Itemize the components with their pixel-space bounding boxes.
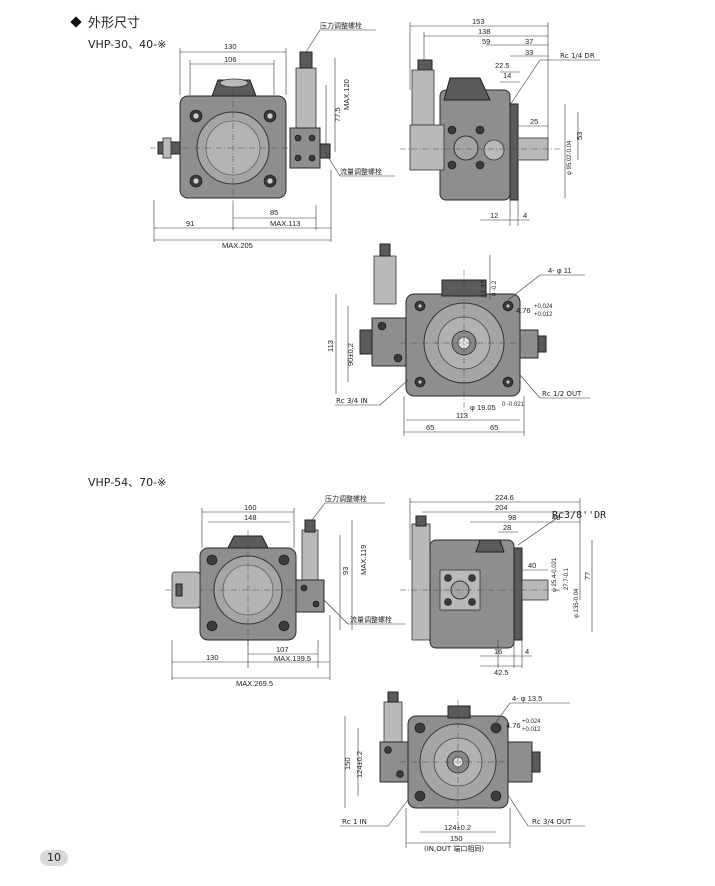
dim-153: 153 bbox=[472, 17, 485, 26]
label-rc38dr: Rc3/8''DR bbox=[552, 510, 607, 521]
dim-max269-5: MAX.269.5 bbox=[236, 679, 273, 688]
dim-21-15-tol: 0 -0.2 bbox=[492, 280, 498, 296]
label-flow-screw-top: 流量调整螺栓 bbox=[340, 167, 382, 176]
label-inout-note: (IN,OUT 端口相同) bbox=[424, 844, 484, 853]
dim-shaft-back-top: φ 19.05 bbox=[470, 403, 496, 412]
dim-93: 93 bbox=[341, 567, 350, 575]
dim-46: 46 bbox=[552, 513, 560, 522]
dim-150-horiz: 150 bbox=[450, 834, 463, 843]
page-number: 10 bbox=[40, 850, 68, 866]
label-rc14dr: Rc 1/4 DR bbox=[560, 52, 595, 60]
dim-12: 12 bbox=[490, 211, 498, 220]
dim-21-15: 21.15 bbox=[479, 279, 488, 298]
dim-key-bottom: 4.76 bbox=[506, 721, 521, 730]
dim-phi25-4: φ 25.4-0.021 bbox=[552, 557, 558, 592]
dim-91: 91 bbox=[186, 219, 194, 228]
dim-22-5: 22.5 bbox=[495, 61, 510, 70]
bottom-front-view: 160 148 93 MAX.119 压力调整螺栓 流量调整螺栓 107 bbox=[165, 494, 405, 688]
top-front-view: 130 106 MAX.120 77.5 压力调整螺栓 bbox=[150, 21, 395, 250]
dim-204: 204 bbox=[495, 503, 508, 512]
dim-90: 90±0.2 bbox=[346, 343, 355, 366]
dim-40: 40 bbox=[528, 561, 536, 570]
dim-65-right: 65 bbox=[490, 423, 498, 432]
model-label-bottom: VHP-54、70-※ bbox=[88, 476, 167, 489]
dim-130: 130 bbox=[224, 42, 237, 51]
section-title: 外形尺寸 bbox=[88, 16, 141, 31]
dim-130-bottom: 130 bbox=[206, 653, 219, 662]
bottom-back-view: 4- φ 13.5 4.76 +0.024 +0.012 150 124±0.2… bbox=[340, 691, 585, 853]
dim-4-bottom: 4 bbox=[525, 647, 529, 656]
dim-150-vert: 150 bbox=[343, 757, 352, 770]
top-side-view: 153 138 59 37 33 22.5 14 Rc 1/4 DR 25 φ … bbox=[400, 17, 600, 226]
dim-holes-bottom: 4- φ 13.5 bbox=[512, 694, 542, 703]
dim-98: 98 bbox=[508, 513, 516, 522]
dim-27-7: 27.7-0.1 bbox=[564, 567, 570, 590]
dim-124-horiz: 124±0.2 bbox=[444, 823, 471, 832]
dim-148: 148 bbox=[244, 513, 257, 522]
dim-28: 28 bbox=[503, 523, 511, 532]
dim-max205: MAX.205 bbox=[222, 241, 253, 250]
section-header: 外形尺寸 bbox=[70, 12, 141, 31]
dim-key-tol-up-bottom: +0.024 bbox=[522, 719, 541, 725]
dim-224-6: 224.6 bbox=[495, 493, 514, 502]
dim-phi135: φ 135-0.04 bbox=[574, 588, 580, 618]
dim-42-5: 42.5 bbox=[494, 668, 509, 677]
dim-124-vert: 124±0.2 bbox=[355, 751, 364, 778]
dim-key-tol-dn-bottom: +0.012 bbox=[522, 727, 541, 733]
label-flow-screw-bottom: 流量调整螺栓 bbox=[350, 615, 392, 624]
label-rc12out: Rc 1/2 OUT bbox=[542, 390, 582, 398]
dim-25: 25 bbox=[530, 117, 538, 126]
dim-key-tol-dn-top: +0.012 bbox=[534, 312, 553, 318]
dim-107: 107 bbox=[276, 645, 289, 654]
dim-37: 37 bbox=[525, 37, 533, 46]
label-rc34in: Rc 3/4 IN bbox=[336, 397, 368, 405]
dim-106: 106 bbox=[224, 55, 237, 64]
dim-max113: MAX.113 bbox=[270, 219, 300, 228]
label-rc1in: Rc 1 IN bbox=[342, 818, 367, 826]
dim-max119: MAX.119 bbox=[359, 545, 368, 575]
dim-59: 59 bbox=[482, 37, 490, 46]
dim-85: 85 bbox=[270, 208, 278, 217]
dim-14: 14 bbox=[503, 71, 511, 80]
dim-113-horiz: 113 bbox=[456, 411, 468, 420]
model-label-top: VHP-30、40-※ bbox=[88, 38, 167, 51]
dim-shaft-back-top-tol: 0 -0.021 bbox=[502, 402, 525, 408]
dim-77-5: 77.5 bbox=[333, 107, 342, 122]
dim-33: 33 bbox=[525, 48, 533, 57]
label-pressure-screw-bottom: 压力调整螺栓 bbox=[325, 494, 367, 503]
dim-4: 4 bbox=[523, 211, 527, 220]
dim-138: 138 bbox=[478, 27, 491, 36]
bottom-side-view: 224.6 204 98 46 28 Rc3/8''DR 40 φ 25.4-0… bbox=[400, 493, 607, 677]
dim-77: 77 bbox=[583, 572, 592, 580]
dim-max120: MAX.120 bbox=[342, 79, 351, 110]
dim-160: 160 bbox=[244, 503, 257, 512]
label-pressure-screw-top: 压力调整螺栓 bbox=[320, 21, 362, 30]
label-rc34out: Rc 3/4 OUT bbox=[532, 818, 572, 826]
dim-16: 16 bbox=[494, 647, 502, 656]
dim-key-top: 4.76 bbox=[516, 306, 531, 315]
dim-113-vert: 113 bbox=[326, 340, 335, 352]
dim-key-tol-up-top: +0.024 bbox=[534, 304, 553, 310]
dim-holes-top: 4- φ 11 bbox=[548, 266, 572, 275]
dim-65-left: 65 bbox=[426, 423, 434, 432]
dim-53: 53 bbox=[575, 132, 584, 140]
dim-max139-5: MAX.139.5 bbox=[274, 654, 311, 663]
dim-shaft-top: φ 95.02-0.04 bbox=[567, 140, 573, 175]
top-back-view: 21.15 0 -0.2 4- φ 11 4.76 +0.024 +0.012 … bbox=[326, 243, 590, 436]
